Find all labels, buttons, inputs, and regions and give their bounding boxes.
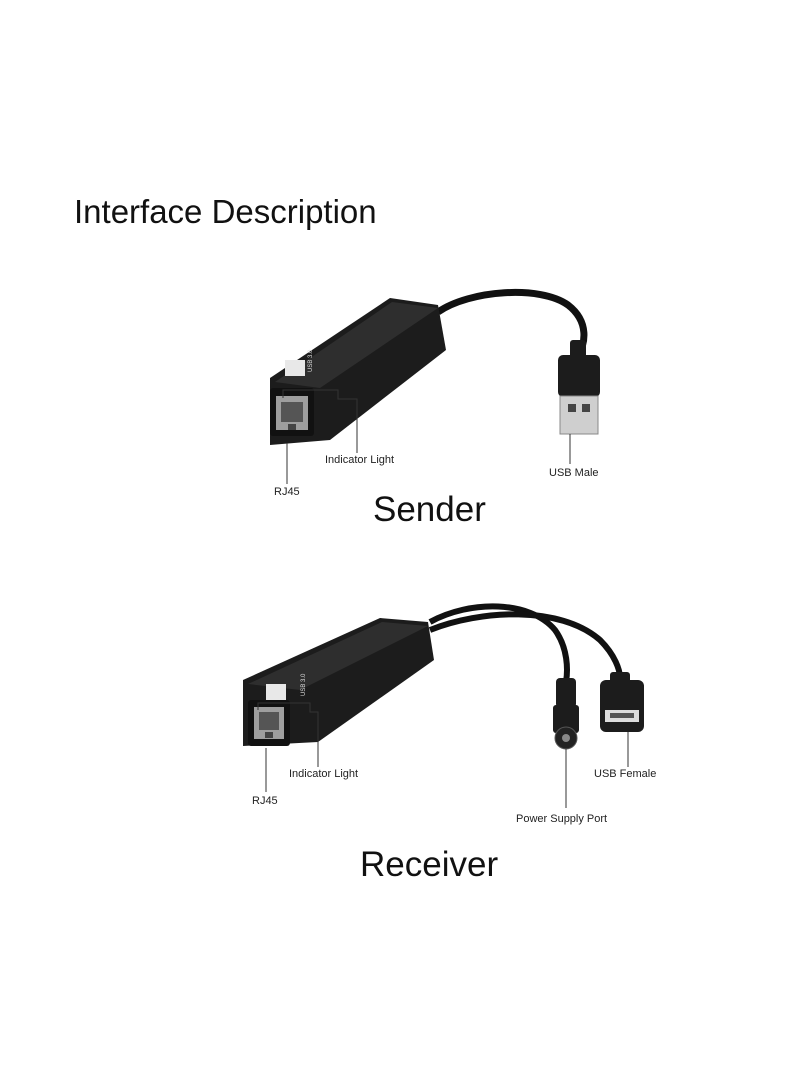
page-title: Interface Description bbox=[74, 193, 377, 230]
power-supply-port-connector bbox=[553, 678, 579, 750]
receiver-adapter-body: USB 3.0 bbox=[243, 618, 434, 746]
receiver-usb-female-label: USB Female bbox=[594, 768, 657, 780]
receiver-rj45-label: RJ45 bbox=[252, 795, 278, 807]
sender-usb-male-label: USB Male bbox=[549, 467, 599, 479]
svg-text:USB 3.0: USB 3.0 bbox=[308, 349, 314, 372]
sender-indicator-light-label: Indicator Light bbox=[325, 454, 395, 466]
sender-device-illustration: USB 3.0 bbox=[270, 288, 600, 484]
receiver-label: Receiver bbox=[360, 845, 499, 884]
sender-usb-cable bbox=[436, 288, 588, 358]
sender-label: Sender bbox=[373, 490, 486, 529]
sender-rj45-label: RJ45 bbox=[274, 486, 300, 498]
receiver-device-illustration: USB 3.0 bbox=[243, 603, 644, 808]
receiver-usb-cable bbox=[428, 611, 623, 679]
usb-female-connector bbox=[600, 672, 644, 732]
usb-male-connector bbox=[558, 340, 600, 435]
receiver-indicator-light-label: Indicator Light bbox=[289, 768, 359, 780]
svg-text:USB 3.0: USB 3.0 bbox=[301, 673, 307, 696]
receiver-power-supply-port-label: Power Supply Port bbox=[516, 813, 608, 825]
sender-adapter-body: USB 3.0 bbox=[270, 298, 446, 445]
receiver-power-cable bbox=[428, 603, 570, 683]
